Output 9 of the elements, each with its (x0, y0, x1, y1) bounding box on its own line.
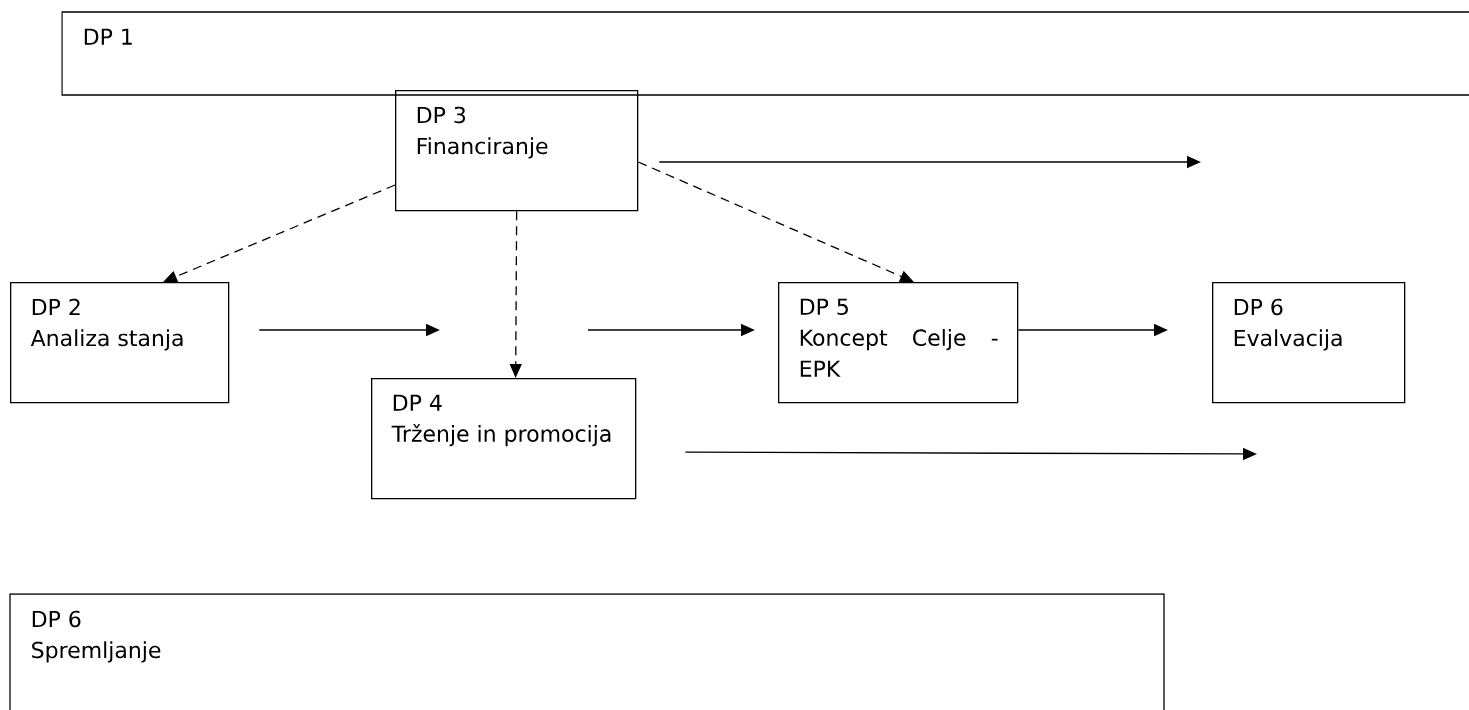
process-box: DP 3 Financiranje (395, 90, 639, 212)
arrow (163, 184, 396, 283)
arrow (637, 161, 914, 283)
process-box: DP 2 Analiza stanja (10, 282, 230, 404)
band-box: DP 1 (61, 11, 1469, 96)
process-box: DP 5 Koncept Celje - EPK (778, 282, 1019, 404)
band-box: DP 6 Spremljanje (9, 593, 1165, 710)
process-box: DP 4 Trženje in promocija (371, 378, 637, 500)
process-box: DP 6 Evalvacija (1212, 282, 1406, 404)
